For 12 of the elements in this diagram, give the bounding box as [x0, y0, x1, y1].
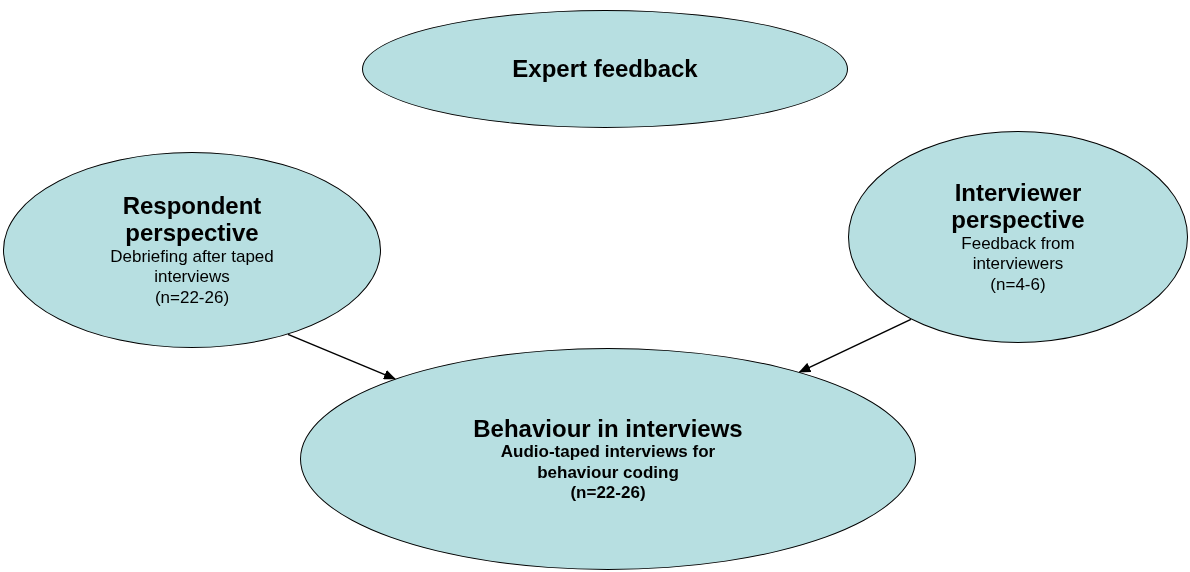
node-heading: Behaviour in interviews — [473, 414, 743, 443]
node-description: (n=22-26) — [570, 483, 646, 504]
node-description: Audio-taped interviews for behaviour coding — [499, 442, 717, 483]
node-heading: Interviewer perspective — [950, 178, 1086, 234]
node-heading: Expert feedback — [512, 55, 698, 83]
node-description: (n=22-26) — [154, 287, 230, 309]
node-description: Debriefing after taped interviews — [109, 247, 275, 288]
node-description: Feedback from interviewers — [960, 234, 1076, 275]
arrow — [798, 318, 912, 373]
node-heading: Respondent perspective — [121, 191, 263, 247]
node-description: (n=4-6) — [990, 274, 1046, 296]
arrow — [287, 333, 396, 380]
